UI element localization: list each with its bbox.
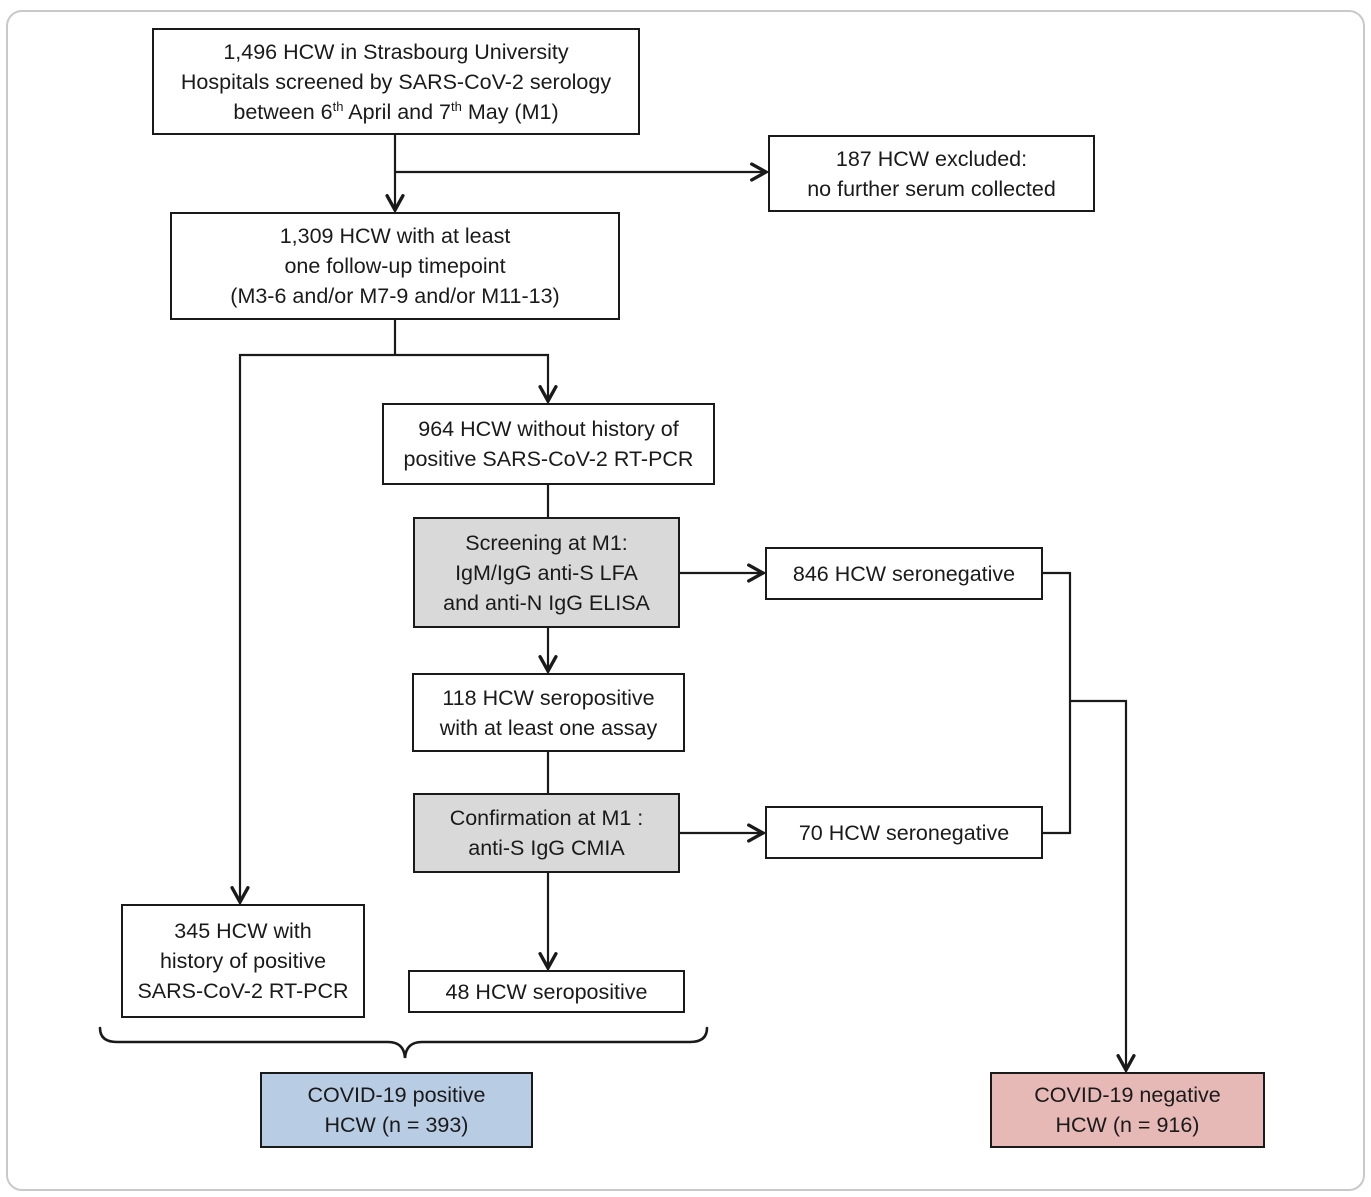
box-confirmation-m1: Confirmation at M1 : anti-S IgG CMIA	[413, 793, 680, 873]
box-text-line: COVID-19 positive	[307, 1083, 486, 1107]
box-covid-positive: COVID-19 positive HCW (n = 393)	[260, 1072, 533, 1148]
brace-positive-group	[98, 1026, 709, 1059]
box-text-line: COVID-19 negative	[1034, 1083, 1221, 1107]
box-text-line: 1,496 HCW in Strasbourg University	[223, 39, 569, 64]
box-70-seronegative: 70 HCW seronegative	[765, 806, 1043, 859]
box-text-line: positive SARS-CoV-2 RT-PCR	[403, 447, 694, 471]
box-text-line: HCW (n = 393)	[324, 1113, 469, 1137]
text-superscript: th	[451, 98, 462, 114]
box-text-line: 964 HCW without history of	[418, 417, 679, 441]
text-part: April and 7	[343, 99, 452, 124]
box-covid-negative: COVID-19 negative HCW (n = 916)	[990, 1072, 1265, 1148]
box-followup: 1,309 HCW with at least one follow-up ti…	[170, 212, 620, 320]
text-superscript: th	[332, 98, 344, 114]
text-part: May (M1)	[461, 99, 559, 124]
box-345-pcr-history: 345 HCW with history of positive SARS-Co…	[121, 904, 365, 1018]
box-text-line: Hospitals screened by SARS-CoV-2 serolog…	[180, 69, 612, 94]
box-text-line: 48 HCW seropositive	[445, 979, 648, 1004]
box-text-line: 118 HCW seropositive	[442, 685, 655, 710]
box-excluded: 187 HCW excluded: no further serum colle…	[768, 135, 1095, 212]
text-part: between 6	[233, 99, 333, 124]
box-screening-m1: Screening at M1: IgM/IgG anti-S LFA and …	[413, 517, 680, 628]
box-text-line: and anti-N IgG ELISA	[443, 590, 650, 615]
box-text-line: HCW (n = 916)	[1055, 1113, 1200, 1137]
box-text-line: 1,309 HCW with at least	[279, 224, 511, 248]
box-text-line: anti-S IgG CMIA	[468, 836, 625, 860]
box-text-line: one follow-up timepoint	[284, 254, 506, 278]
box-text-line: no further serum collected	[807, 176, 1056, 201]
box-text-line: 187 HCW excluded:	[835, 146, 1028, 171]
box-text-line: SARS-CoV-2 RT-PCR	[137, 979, 349, 1003]
box-text-line: Confirmation at M1 :	[449, 806, 644, 830]
box-no-pcr-history: 964 HCW without history of positive SARS…	[382, 403, 715, 485]
box-screened-m1: 1,496 HCW in Strasbourg University Hospi…	[152, 28, 640, 135]
box-text-line: (M3-6 and/or M7-9 and/or M11-13)	[230, 284, 560, 308]
box-846-seronegative: 846 HCW seronegative	[765, 547, 1043, 600]
box-text-line: history of positive	[159, 949, 327, 973]
box-text-line: Screening at M1:	[465, 530, 628, 555]
box-118-seropositive: 118 HCW seropositive with at least one a…	[412, 673, 685, 752]
box-text-line: IgM/IgG anti-S LFA	[455, 560, 638, 585]
box-text-line: between 6th April and 7th May (M1)	[233, 97, 558, 127]
box-48-seropositive: 48 HCW seropositive	[408, 970, 685, 1013]
box-text-line: 846 HCW seronegative	[792, 561, 1016, 586]
box-text-line: 345 HCW with	[174, 919, 312, 943]
box-text-line: with at least one assay	[439, 715, 658, 740]
box-text-line: 70 HCW seronegative	[798, 820, 1010, 845]
